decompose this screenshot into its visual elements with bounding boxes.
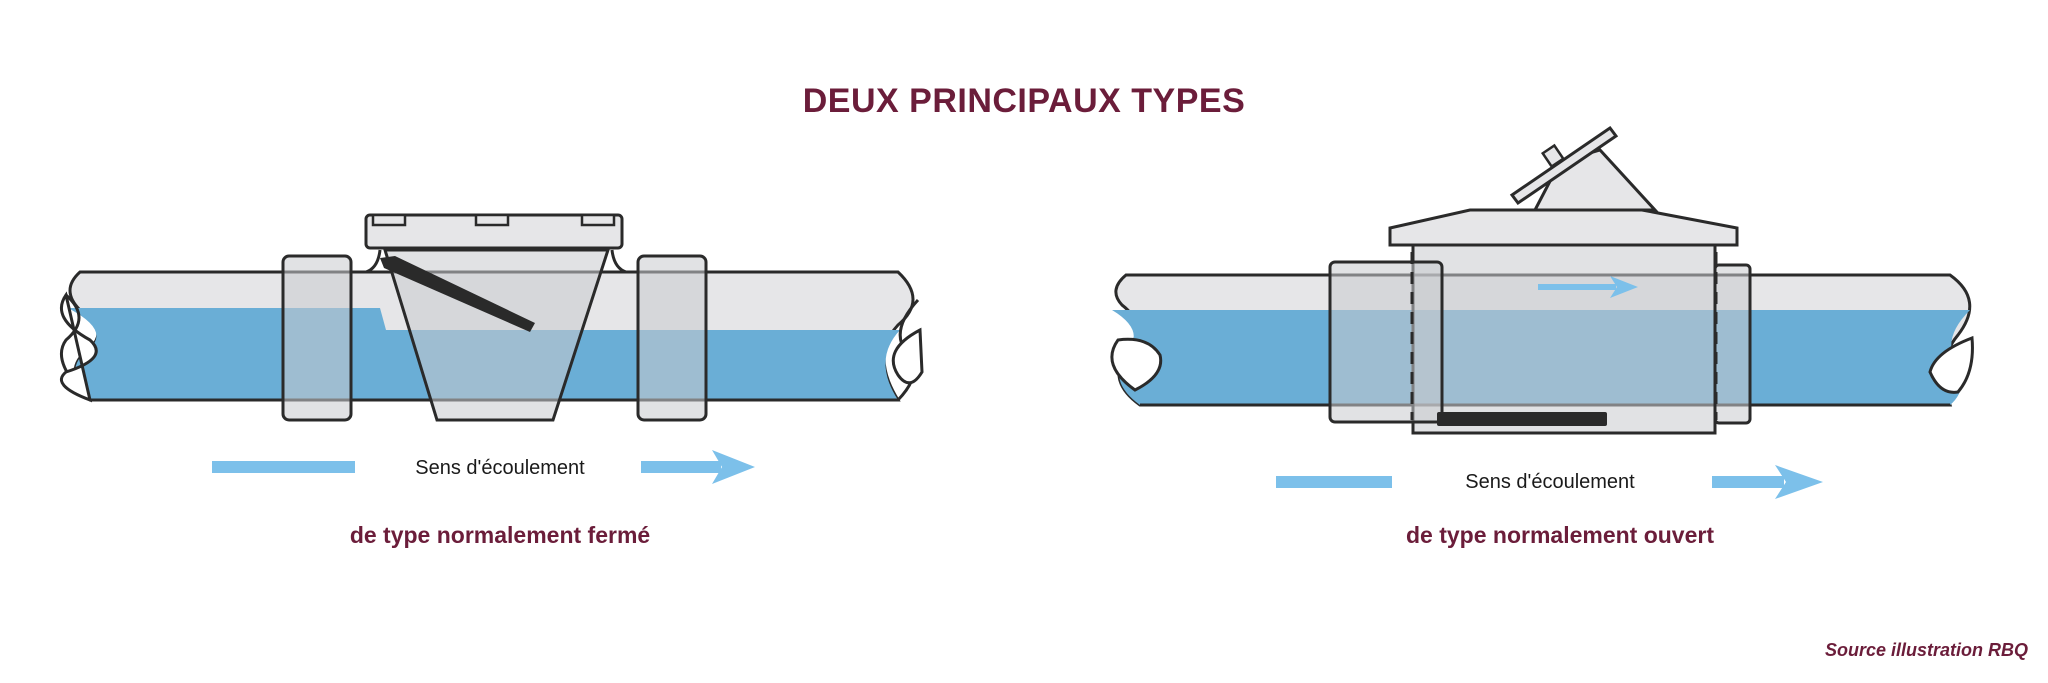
open-valve-caption: de type normalement ouvert: [1405, 522, 1715, 548]
open-valve-flow-line-right: [1712, 476, 1784, 488]
open-valve-diagram: [1110, 125, 1974, 499]
open-valve-pipe-right-end: [1928, 335, 1974, 394]
closed-valve-flapper: [380, 256, 535, 332]
open-valve-flow-line-left: [1276, 476, 1392, 488]
closed-valve-flow-arrowhead: [712, 450, 755, 484]
closed-valve-right-coupling: [636, 254, 708, 422]
open-valve-left-coupling: [1328, 260, 1444, 424]
open-valve-inner-flow-arrowhead: [1610, 276, 1638, 298]
closed-valve-flow-line-left: [212, 461, 355, 473]
open-valve-pipe-left-end: [1110, 337, 1163, 392]
open-valve-flow-label: Sens d'écoulement: [1465, 471, 1635, 493]
open-valve-inner-flow-line: [1538, 284, 1616, 290]
open-valve-right-collar: [1713, 263, 1752, 425]
page-title: DEUX PRINCIPAUX TYPES: [802, 82, 1246, 120]
closed-valve-left-coupling: [281, 254, 353, 422]
open-valve-flow-arrowhead: [1775, 465, 1823, 499]
open-valve-cover: [1388, 208, 1739, 247]
source-credit: Source illustration RBQ: [1824, 640, 2028, 660]
closed-valve-diagram: [60, 213, 924, 484]
open-valve-disc: [1437, 412, 1607, 426]
open-valve-housing: [1411, 243, 1717, 435]
closed-valve-flow-line-right: [641, 461, 721, 473]
closed-valve-caption: de type normalement fermé: [349, 522, 651, 548]
closed-valve-flow-label: Sens d'écoulement: [415, 457, 585, 479]
